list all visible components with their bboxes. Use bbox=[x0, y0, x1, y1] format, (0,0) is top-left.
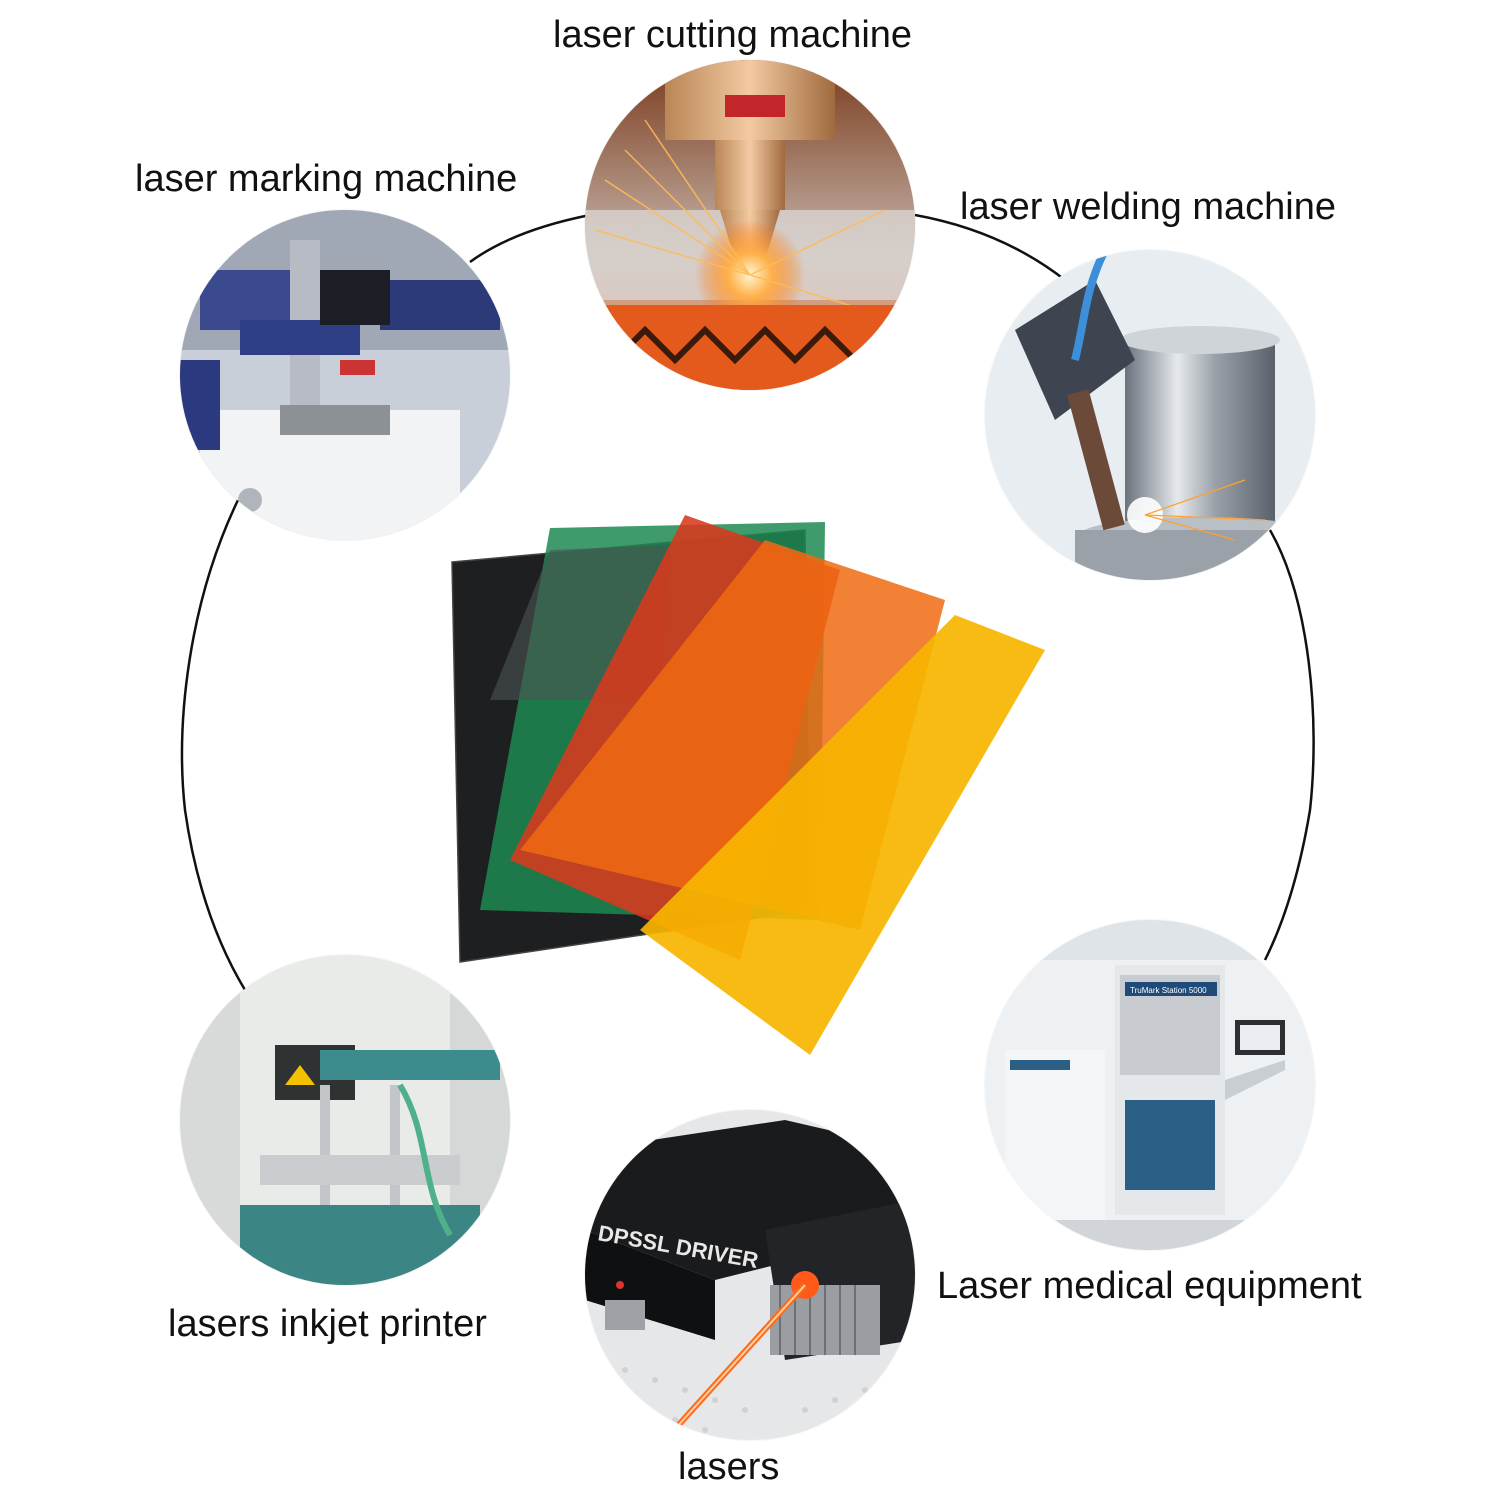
station-label: TruMark Station 5000 bbox=[1130, 986, 1207, 995]
label-cutting: laser cutting machine bbox=[553, 14, 913, 56]
photo-cutting bbox=[585, 60, 915, 390]
label-marking: laser marking machine bbox=[135, 158, 518, 200]
photo-welding bbox=[985, 250, 1315, 580]
label-inkjet: lasers inkjet printer bbox=[168, 1303, 487, 1345]
photo-marking bbox=[180, 210, 510, 540]
sheet-yellow bbox=[640, 615, 1045, 1055]
filter-sheets bbox=[451, 515, 1045, 1055]
label-welding: laser welding machine bbox=[960, 186, 1336, 228]
label-lasers: lasers bbox=[678, 1446, 780, 1488]
photo-lasers: DPSSL DRIVER bbox=[585, 1110, 915, 1440]
label-medical: Laser medical equipment bbox=[937, 1265, 1362, 1307]
photo-medical: TruMark Station 5000 bbox=[985, 920, 1315, 1250]
